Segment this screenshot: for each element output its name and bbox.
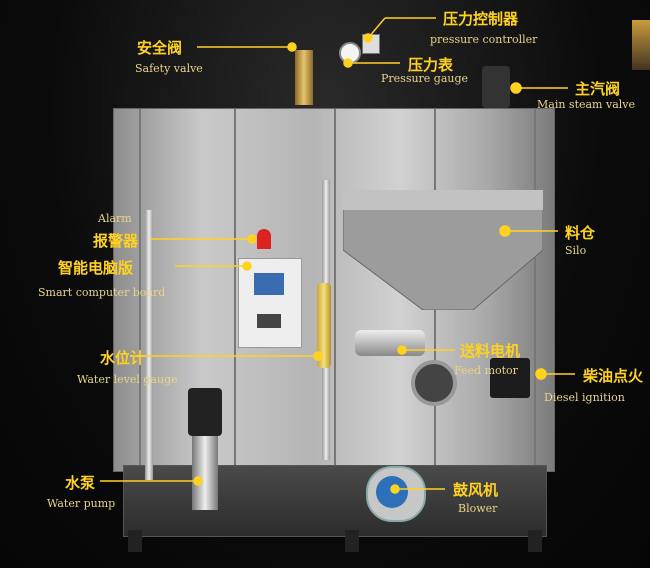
label-main-steam-valve: 主汽阀 xyxy=(575,80,621,98)
leg xyxy=(128,530,142,552)
label-blower: 鼓风机 xyxy=(453,481,499,499)
label-feed-motor: 送料电机 xyxy=(460,342,521,360)
label-silo-en: Silo xyxy=(565,244,587,257)
label-safety-valve-en: Safety valve xyxy=(135,62,203,75)
pump-motor xyxy=(188,388,222,436)
panel-seam xyxy=(139,109,141,471)
panel-seam xyxy=(534,109,536,471)
water-pump xyxy=(192,436,218,510)
label-water-pump-en: Water pump xyxy=(47,497,116,510)
label-alarm: 报警器 xyxy=(93,232,139,250)
main-steam-valve xyxy=(482,66,510,108)
label-diesel-ignition-en: Diesel ignition xyxy=(544,391,625,404)
diesel-igniter xyxy=(490,358,530,398)
label-smart-board: 智能电脑版 xyxy=(58,259,134,277)
label-water-level-en: Water level gauge xyxy=(77,373,178,386)
leg xyxy=(345,530,359,552)
label-water-level: 水位计 xyxy=(100,349,146,367)
label-pressure-gauge-en: Pressure gauge xyxy=(381,72,469,85)
label-pressure-controller-en: pressure controller xyxy=(430,33,538,46)
label-safety-valve: 安全阀 xyxy=(137,39,183,57)
control-cabinet xyxy=(238,258,302,348)
label-blower-en: Blower xyxy=(458,502,498,515)
leg xyxy=(528,530,542,552)
label-silo: 料仓 xyxy=(565,224,596,242)
label-water-pump: 水泵 xyxy=(65,474,96,492)
label-main-steam-valve-en: Main steam valve xyxy=(537,98,635,111)
label-smart-board-en: Smart computer board xyxy=(38,286,166,299)
label-alarm-en: Alarm xyxy=(98,212,132,225)
label-pressure-gauge: 压力表 xyxy=(408,56,454,74)
water-pipe xyxy=(145,210,153,480)
burner-port xyxy=(411,360,457,406)
inset-thumbnail xyxy=(632,20,650,70)
safety-valve xyxy=(295,50,313,105)
feed-motor xyxy=(355,330,425,356)
label-feed-motor-en: Feed motor xyxy=(454,364,518,377)
alarm-light xyxy=(257,229,271,249)
label-pressure-controller: 压力控制器 xyxy=(443,10,519,28)
panel-seam xyxy=(234,109,236,471)
silo-hopper xyxy=(343,190,543,310)
water-level-gauge xyxy=(317,283,331,368)
label-diesel-ignition: 柴油点火 xyxy=(583,367,644,385)
panel-seam xyxy=(334,109,336,471)
